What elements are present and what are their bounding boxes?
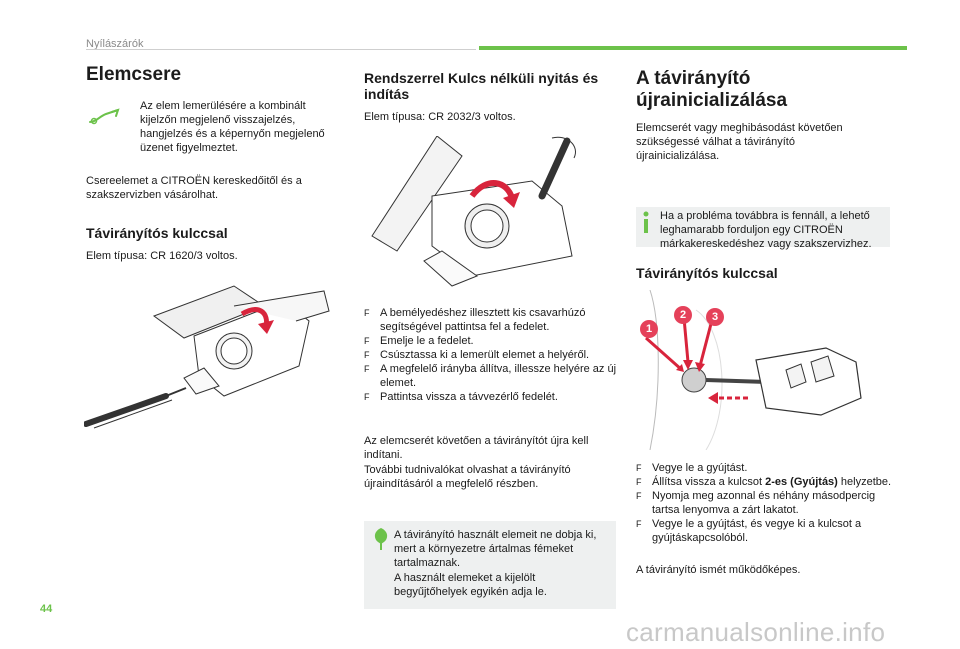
page-number: 44 (40, 603, 53, 615)
reinit-required-text: Az elemcserét követően a távirányítót új… (364, 435, 589, 461)
bullet-mark: F (636, 463, 642, 473)
recycle-leaf-icon (372, 527, 390, 551)
environment-note-box: A távirányító használt elemeit ne dobja … (364, 521, 616, 609)
keyless-entry-title: Rendszerrel Kulcs nélküli nyitás és indí… (364, 70, 599, 102)
reinit-result-text: A távirányító ismét működőképes. (636, 564, 801, 576)
bullet-mark: F (636, 491, 642, 501)
bullet-mark: F (364, 336, 370, 346)
reinit-reference-text: További tudnivalókat olvashat a távirány… (364, 464, 571, 490)
keyless-battery-type: Elem típusa: CR 2032/3 voltos. (364, 111, 516, 123)
watermark: carmanualsonline.info (626, 617, 886, 647)
bullet-mark: F (364, 308, 370, 318)
keyless-battery-figure (362, 135, 614, 296)
battery-replacement-title: Elemcsere (86, 64, 182, 85)
header-divider (86, 49, 476, 50)
ignition-key-figure: 1 2 3 (636, 289, 892, 451)
environment-note-text-1: A távirányító használt elemeit ne dobja … (394, 529, 597, 569)
battery-warning-text: Az elem lemerülésére a kombinált kijelző… (140, 100, 325, 154)
step-badge-3: 3 (706, 308, 724, 326)
battery-warning-icon (88, 106, 122, 126)
remote-key-title: Távirányítós kulccsal (86, 225, 228, 241)
remote-reinit-title: Távirányítós kulccsal (636, 265, 778, 281)
step-badge-1: 1 (640, 320, 658, 338)
bullet-mark: F (636, 519, 642, 529)
bullet-mark: F (364, 364, 370, 374)
bullet-mark: F (636, 477, 642, 487)
step-badge-2: 2 (674, 306, 692, 324)
info-icon (643, 211, 649, 233)
bullet-mark: F (364, 392, 370, 402)
reinit-intro-text: Elemcserét vagy meghibásodást követően s… (636, 122, 843, 162)
remote-key-battery-figure (83, 276, 334, 436)
ignition-position-label: 2-es (Gyújtás) (765, 476, 838, 488)
bullet-mark: F (364, 350, 370, 360)
section-accent-bar (479, 46, 907, 50)
reinit-title: A távirányító újrainicializálása (636, 68, 788, 111)
section-header: Nyílászárók (86, 38, 144, 50)
replacement-battery-text: Csereelemet a CITROËN kereskedőitől és a… (86, 175, 302, 201)
info-note-text: Ha a probléma továbbra is fennáll, a leh… (660, 210, 872, 250)
info-note-box (636, 207, 890, 247)
environment-note-text-2: A használt elemeket a kijelölt begyűjtőh… (394, 572, 547, 598)
remote-battery-type: Elem típusa: CR 1620/3 voltos. (86, 250, 238, 262)
